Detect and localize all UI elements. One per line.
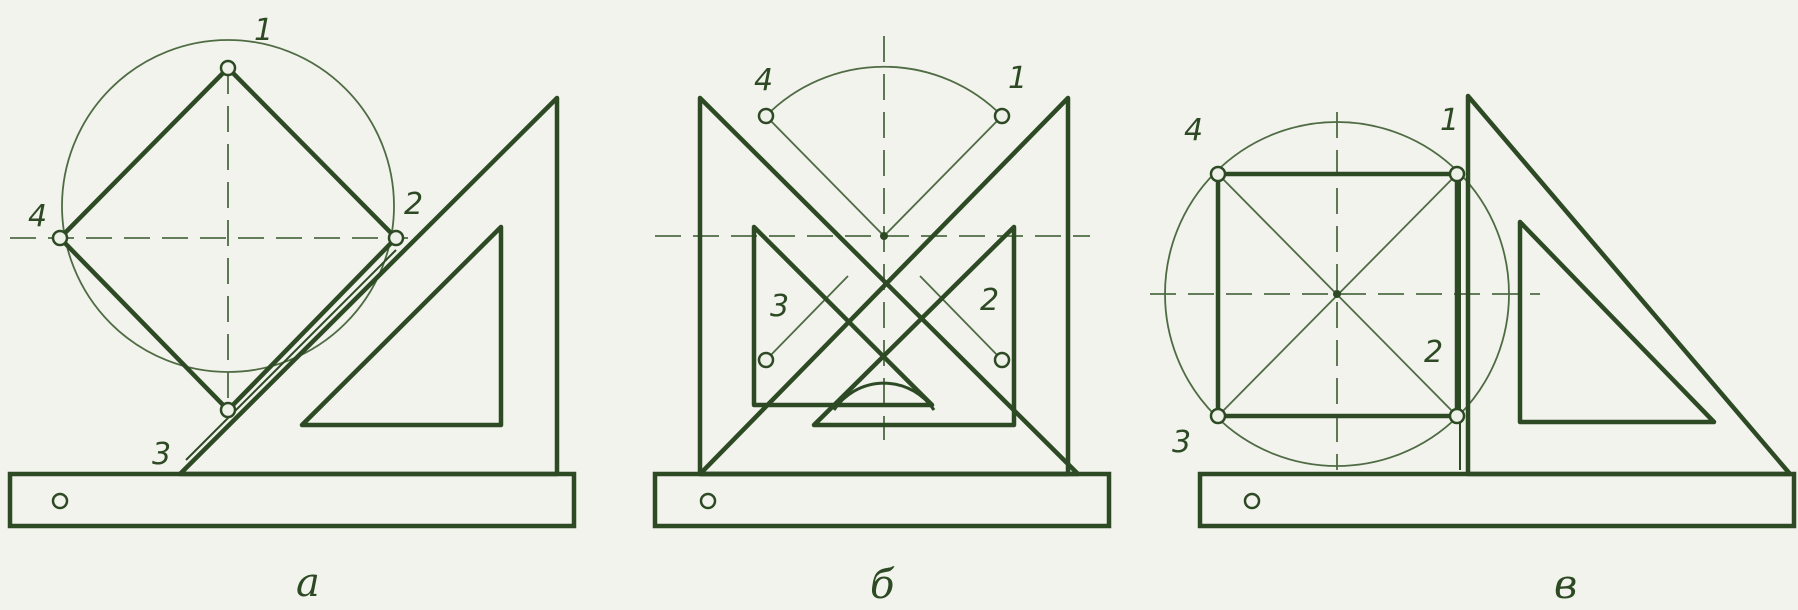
panel-b-link-3 (765, 275, 849, 361)
panel-b: 4 1 3 2 б (652, 36, 1112, 608)
panel-a: 1 2 3 4 а (7, 13, 577, 606)
panel-b-label-1: 1 (1008, 61, 1027, 96)
panel-b-point-2-marker (993, 351, 1011, 369)
panel-b-right-set-square-inner (811, 224, 1017, 428)
panel-b-label-2: 2 (980, 283, 999, 318)
panel-b-point-4-marker (757, 107, 775, 125)
panel-b-caption: б (870, 562, 895, 608)
panel-a-ruler-edge-line (185, 249, 397, 461)
panel-v-label-3: 3 (1172, 425, 1191, 460)
panel-b-point-3-marker (757, 351, 775, 369)
panel-a-caption: а (296, 560, 320, 606)
panel-v-point-3-marker (1209, 407, 1227, 425)
panel-b-arc (765, 65, 1003, 117)
panel-v-point-1-marker (1448, 165, 1466, 183)
panel-v-ruler-hole (1243, 492, 1261, 510)
panel-v-square (1215, 171, 1460, 419)
panel-v-point-4-marker (1209, 165, 1227, 183)
panel-v-label-2: 2 (1424, 335, 1443, 370)
panel-a-ruler-hole (51, 492, 69, 510)
panel-a-label-4: 4 (28, 199, 47, 234)
panel-b-ruler (652, 471, 1112, 529)
panel-b-label-3: 3 (770, 289, 789, 324)
panel-b-point-1-marker (993, 107, 1011, 125)
panel-b-link-2 (919, 275, 1003, 361)
panel-v-set-square-inner (1517, 219, 1717, 425)
panel-b-ruler-hole (699, 492, 717, 510)
panel-b-bottom-arc (832, 381, 936, 411)
panel-v: 4 1 2 3 в (1150, 93, 1797, 608)
panel-b-diagonal-from-1 (883, 115, 1003, 237)
panel-a-label-1: 1 (254, 13, 273, 48)
panel-v-label-4: 4 (1184, 113, 1203, 148)
panel-v-ruler (1197, 471, 1797, 529)
panel-a-point-4-marker (51, 229, 69, 247)
panel-b-left-set-square-inner (751, 224, 935, 408)
panel-a-point-3-marker (219, 401, 237, 419)
panel-v-point-2-marker (1448, 407, 1466, 425)
panel-a-label-3: 3 (152, 437, 171, 472)
panel-b-diagonal-from-4 (765, 115, 885, 237)
panel-v-set-square-outer (1465, 93, 1793, 477)
panel-b-center-point (880, 232, 888, 240)
panel-a-point-2-marker (387, 229, 405, 247)
panel-a-ruler (7, 471, 577, 529)
panel-v-caption: в (1554, 562, 1577, 608)
panel-a-set-square-inner (299, 224, 504, 428)
panel-a-label-2: 2 (404, 187, 423, 222)
panel-b-label-4: 4 (754, 63, 773, 98)
panel-v-label-1: 1 (1440, 103, 1459, 138)
panel-a-point-1-marker (219, 59, 237, 77)
panel-v-center-point (1333, 290, 1341, 298)
